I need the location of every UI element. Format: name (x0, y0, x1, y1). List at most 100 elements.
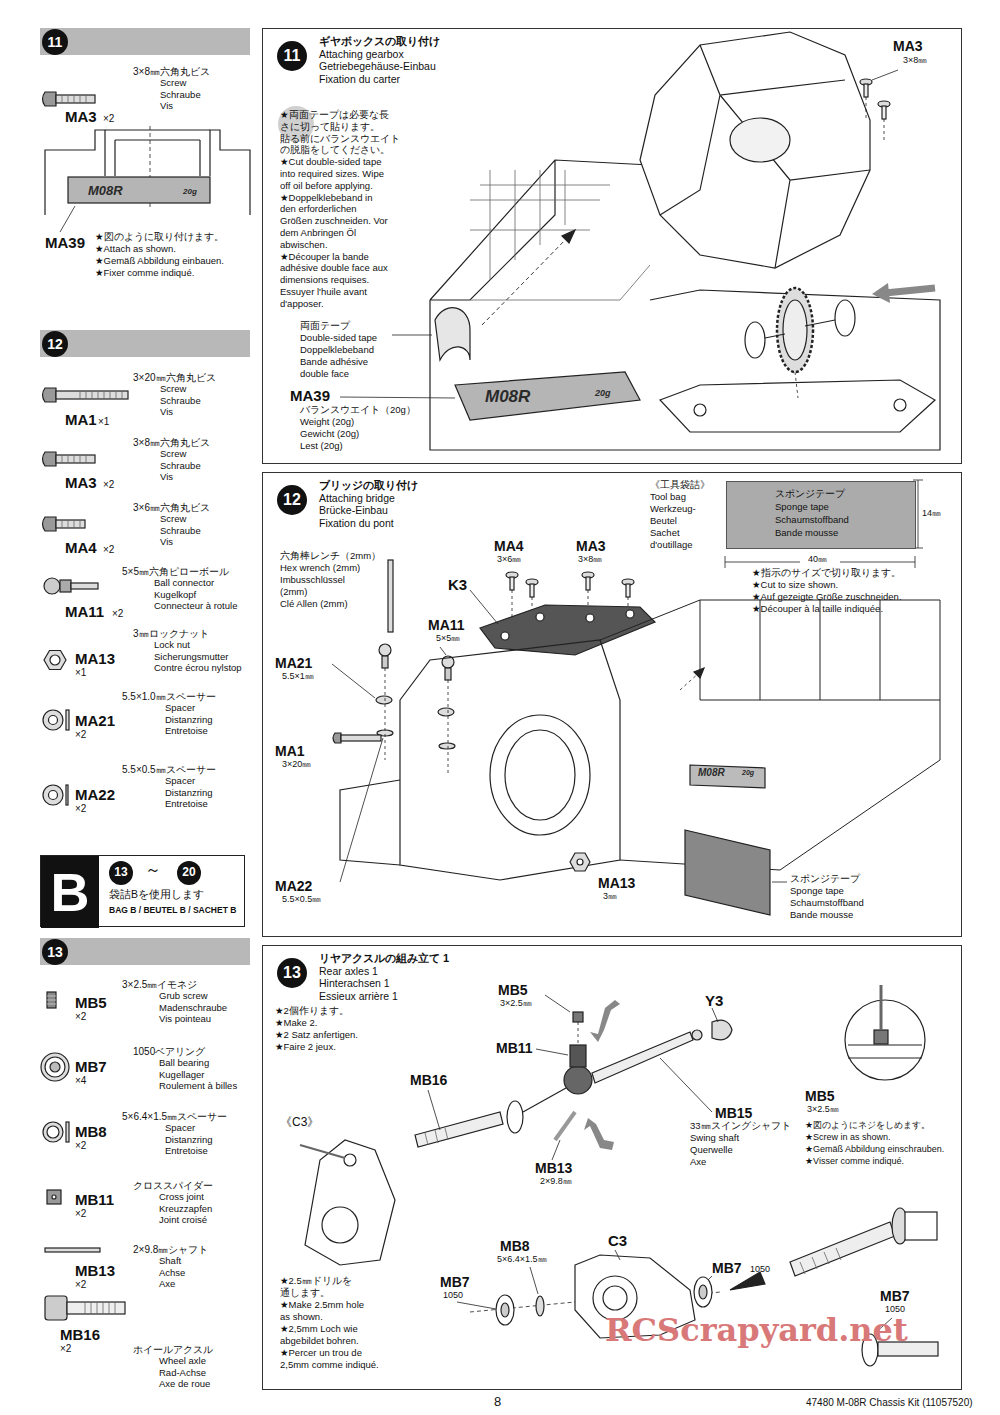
step-panel: ギヤボックスの取り付けAttaching gearboxGetriebegehä… (262, 28, 962, 464)
part-code: MA4 (494, 538, 524, 554)
label-text: ★図のようにネジをしめます。 (805, 1120, 930, 1130)
label-text: 5.5×0.5㎜ (282, 894, 321, 904)
label-text: ★Screw in as shown. (805, 1132, 891, 1142)
label-text: ★Découper à la taille indiquée. (752, 604, 883, 615)
label-text: Wheel axle (159, 1356, 206, 1367)
step-heading: Rear axles 1 (319, 965, 378, 977)
part-code: MB8 (500, 1238, 530, 1254)
part-code: MB11 (75, 1191, 114, 1208)
part-code: MA22 (275, 878, 312, 894)
label-text: ★両面テープは必要な長 (280, 110, 389, 121)
part-code: MB7 (440, 1274, 470, 1290)
label-text: 14㎜ (922, 508, 941, 518)
label-text: Weight (20g) (300, 417, 354, 428)
label-text: ×2 (75, 1279, 86, 1291)
label-text: ★Cut double-sided tape (280, 157, 381, 168)
step-number: 13 (47, 944, 63, 960)
label-text: Kugelkopf (154, 590, 196, 601)
label-text: Distanzring (165, 715, 213, 726)
label-text: Werkzeug- (650, 504, 696, 515)
label-text: Spacer (165, 703, 195, 714)
label-text: 2,5mm comme indiqué. (280, 1360, 379, 1371)
label-text: 3×6㎜ (497, 554, 521, 564)
label-text: Sicherungsmutter (154, 652, 228, 663)
label-text: Connecteur à rotule (154, 601, 237, 612)
label-text: ×2 (103, 544, 114, 556)
label-text: off oil before applying. (280, 181, 373, 192)
label-text: ×2 (103, 113, 114, 125)
step-circle: 13 (277, 958, 307, 988)
label-text: 3×20㎜六角丸ビス (133, 372, 216, 384)
part-code: MB5 (75, 994, 107, 1011)
label-text: Spacer (165, 1123, 195, 1134)
step-number: 13 (283, 964, 301, 982)
label-text: 47480 M-08R Chassis Kit (11057520) (806, 1397, 973, 1409)
label-text: Beutel (650, 516, 677, 527)
label-text: ×2 (75, 803, 86, 815)
part-code: MB7 (712, 1260, 742, 1276)
label-text: 3×8㎜六角丸ビス (133, 437, 210, 449)
label-text: Madenschraube (159, 1003, 227, 1014)
part-code: MA3 (65, 474, 97, 491)
label-text: Tool bag (650, 492, 686, 503)
label-text: Axe (159, 1279, 175, 1290)
part-code: K3 (448, 576, 467, 593)
label-text: ×2 (60, 1343, 71, 1355)
label-text: ★Attach as shown. (95, 244, 176, 255)
part-code: MB13 (75, 1262, 115, 1279)
label-text: 《工具袋詰》 (650, 480, 710, 491)
label-text: Contre écrou nylstop (154, 663, 242, 674)
part-code: MA11 (428, 617, 465, 633)
label-text: ×2 (75, 1208, 86, 1220)
part-code: MB5 (498, 982, 528, 998)
label-text: d'apposer. (280, 299, 324, 310)
label-text: 40㎜ (808, 554, 827, 564)
part-code: MB15 (715, 1105, 752, 1121)
label-text: Bande adhésive (300, 357, 368, 368)
label-text: ★Percer un trou de (280, 1348, 362, 1359)
label-text: Screw (160, 514, 186, 525)
step-heading: Attaching bridge (319, 492, 395, 504)
label-text: double face (300, 369, 349, 380)
label-text: Entretoise (165, 726, 208, 737)
label-text: 5×5㎜六角ピローボール (122, 566, 229, 578)
label-text: ×2 (103, 479, 114, 491)
label-text: ★2.5㎜ドリルを (280, 1276, 352, 1287)
label-text: Entretoise (165, 799, 208, 810)
label-text: Lest (20g) (300, 441, 343, 452)
bag-letter: B (51, 861, 90, 923)
label-text: ★2個作ります。 (275, 1006, 349, 1017)
label-text: ★Doppelklebeband in (280, 193, 373, 204)
label-text: Swing shaft (690, 1133, 739, 1144)
label-text: Ball connector (154, 578, 214, 589)
part-code: Y3 (705, 992, 723, 1009)
step-panel: ブリッジの取り付けAttaching bridgeBrücke-EinbauFi… (262, 472, 962, 937)
label-text: dimensions requises. (280, 275, 369, 286)
label-text: ～ (145, 861, 161, 879)
weight-marking: 20g (595, 388, 611, 398)
label-text: ★Make 2. (275, 1018, 317, 1029)
sponge-label: スポンジテープ (775, 489, 845, 500)
label-text: Größen zuschneiden. Vor (280, 216, 388, 227)
label-text: ★Make 2.5mm hole (280, 1300, 364, 1311)
label-text: Distanzring (165, 788, 213, 799)
label-text: 5.5×1㎜ (282, 671, 314, 681)
label-text: Screw (160, 449, 186, 460)
label-text: abgebildet bohren. (280, 1336, 359, 1347)
label-text: 1050 (443, 1290, 463, 1300)
step-circle: 13 (42, 939, 68, 965)
bag-note: 袋詰Bを使用します (109, 888, 204, 900)
label-text: Sponge tape (790, 886, 844, 897)
label-text: ×2 (75, 729, 86, 741)
part-code: MB5 (805, 1088, 835, 1104)
label-text: Schraube (160, 526, 201, 537)
step-number: 20 (182, 866, 195, 880)
label-text: Schraube (160, 396, 201, 407)
label-text: Axe (690, 1157, 706, 1168)
step-heading: Attaching gearbox (319, 48, 404, 60)
part-code: MA3 (576, 538, 606, 554)
label-text: 5×6.4×1.5㎜スペーサー (122, 1111, 227, 1123)
label-text: 1050ベアリング (133, 1046, 205, 1058)
label-text: Essuyer l'huile avant (280, 287, 367, 298)
label-text: as shown. (280, 1312, 323, 1323)
